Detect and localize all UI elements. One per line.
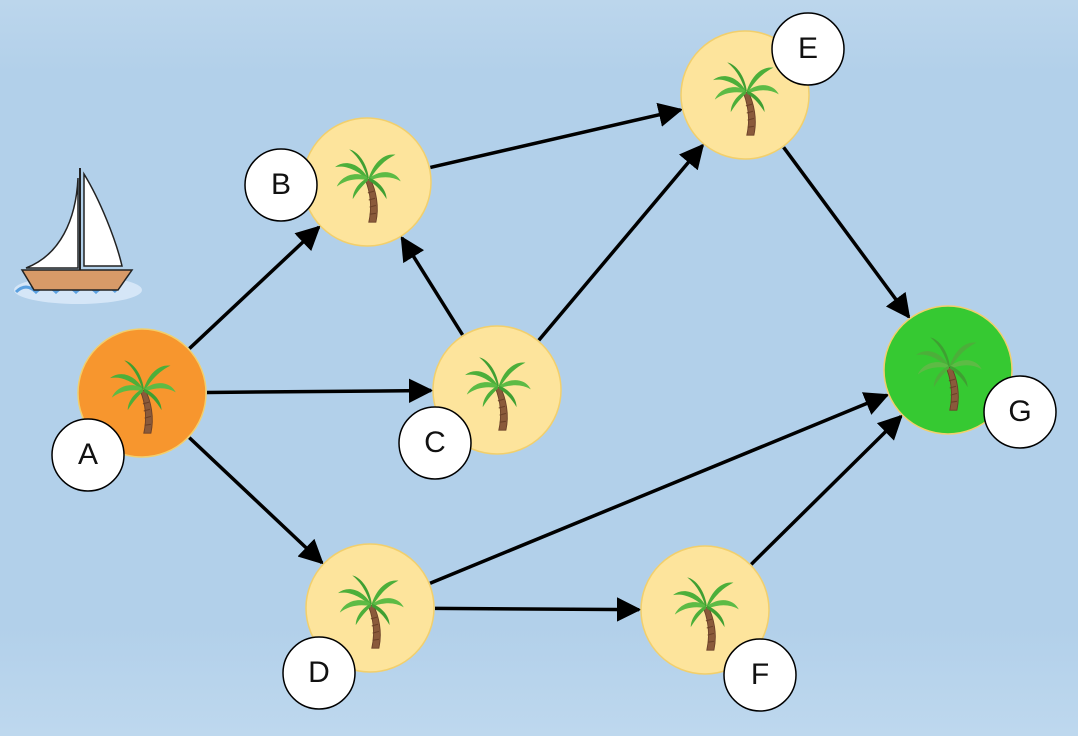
node-label-g: G xyxy=(1008,395,1031,428)
edge-c-to-b xyxy=(400,235,465,336)
edge-c-to-e xyxy=(537,143,705,342)
node-label-d: D xyxy=(308,656,330,689)
node-label-c: C xyxy=(424,426,446,459)
node-label-badge xyxy=(983,375,1057,449)
node-label-badge xyxy=(771,12,845,86)
node-g: G xyxy=(883,305,1057,449)
node-label-f: F xyxy=(751,658,769,691)
edge-a-to-b xyxy=(188,225,321,350)
node-label-badge xyxy=(51,418,125,492)
sailboat-icon xyxy=(14,168,142,304)
node-f: F xyxy=(640,545,797,712)
edge-e-to-g xyxy=(782,146,911,319)
node-label-badge xyxy=(723,638,797,712)
node-label-b: B xyxy=(271,168,291,201)
node-label-a: A xyxy=(78,438,98,471)
edge-b-to-e xyxy=(429,102,684,170)
node-label-e: E xyxy=(798,32,818,65)
edge-f-to-g xyxy=(750,414,903,566)
node-d: D xyxy=(282,543,435,710)
edge-d-to-g xyxy=(429,392,890,585)
node-b: B xyxy=(244,117,432,247)
node-label-badge xyxy=(244,148,318,222)
node-e: E xyxy=(680,12,845,160)
edge-a-to-c xyxy=(206,378,434,403)
node-c: C xyxy=(398,325,562,480)
edge-a-to-d xyxy=(188,436,324,565)
node-label-badge xyxy=(282,636,356,710)
node-label-badge xyxy=(398,406,472,480)
node-a: A xyxy=(51,328,207,492)
edge-d-to-f xyxy=(434,597,642,622)
